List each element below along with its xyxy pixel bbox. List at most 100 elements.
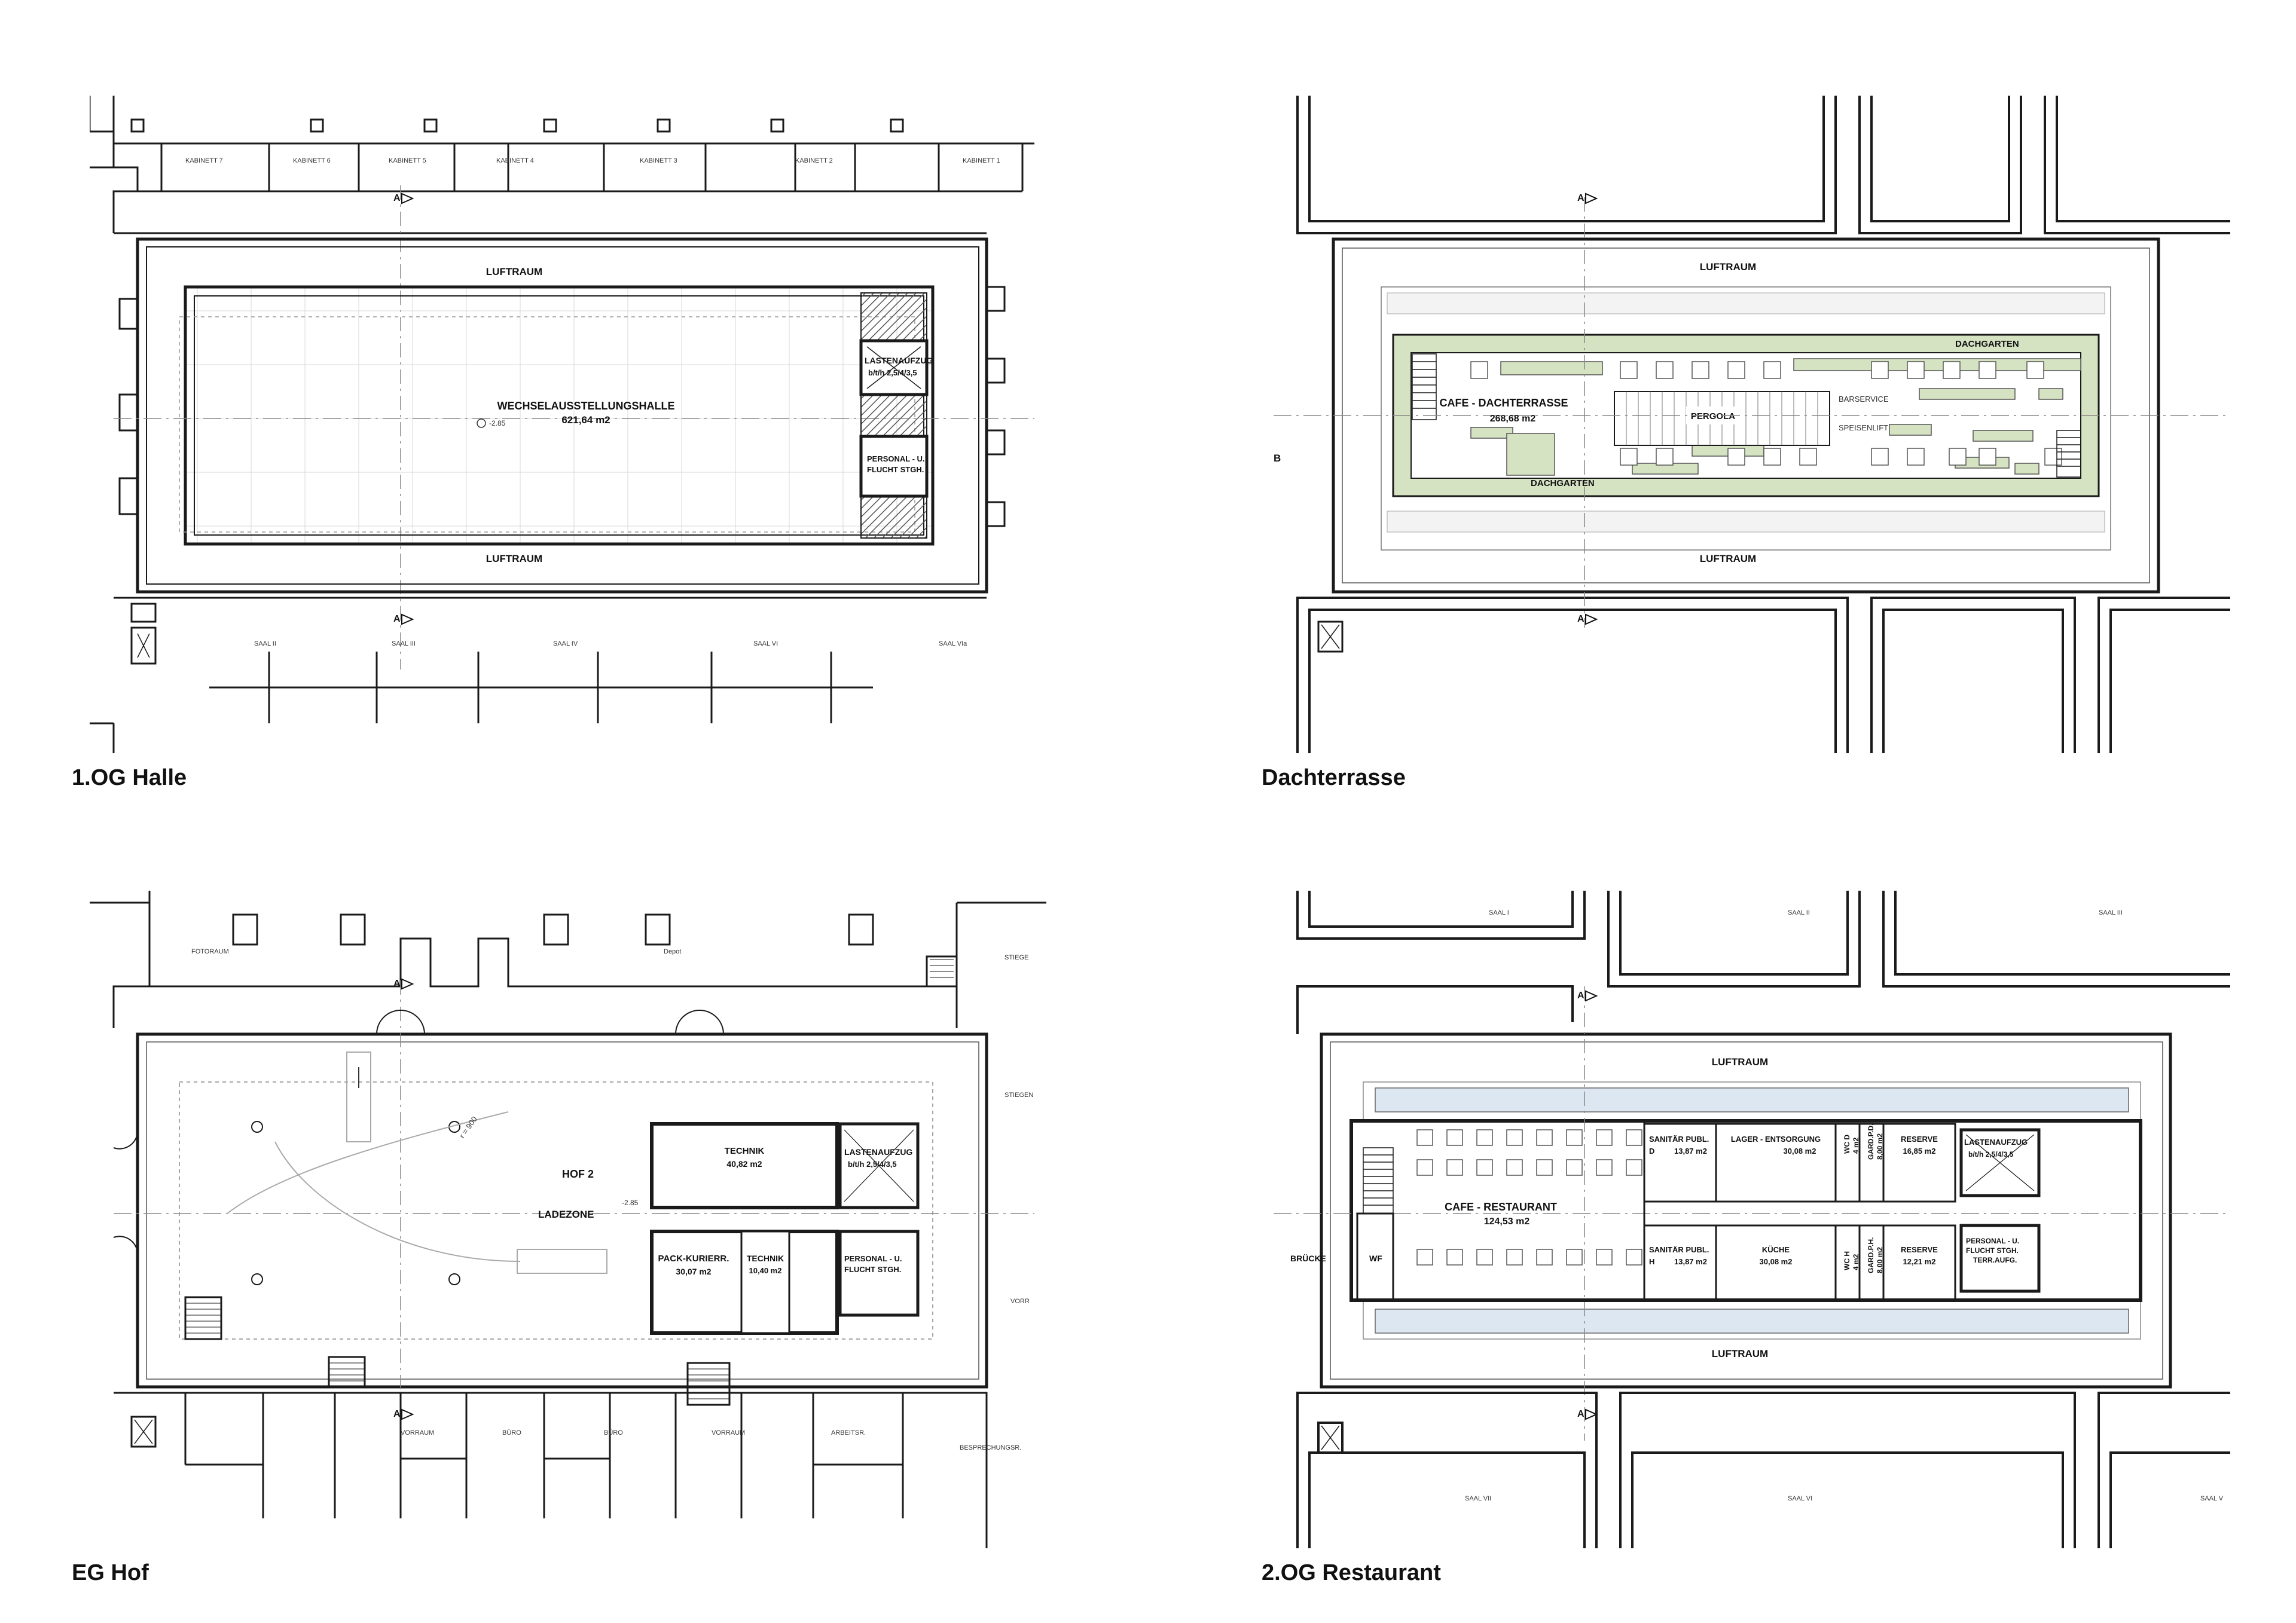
rest-lower-labels: SAAL VII SAAL VI SAAL V [1465,1495,2224,1502]
rest-stair-line2: FLUCHT STGH. [1966,1246,2019,1255]
rest-service-rooms [1643,1121,2041,1301]
hof-lift-size: b/t/h 2,5/4/3,5 [848,1160,897,1169]
dach-marker-b: B [1274,453,1281,464]
svg-text:SAAL V: SAAL V [2200,1495,2224,1502]
dach-lift-box [1317,621,1344,653]
hof-stair-line1: PERSONAL - U. [844,1254,902,1263]
svg-text:PERSONAL - U.: PERSONAL - U. [867,454,925,463]
dach-tables [1470,361,2062,466]
rest-reserve1-name: RESERVE [1901,1135,1938,1144]
rest-glazing-top [1375,1087,2129,1112]
rest-cafe-area: 124,53 m2 [1484,1217,1530,1227]
hof-lift-label: LASTENAUFZUG [844,1147,912,1157]
svg-text:A: A [1577,193,1584,203]
caption-2og-restaurant: 2.OG Restaurant [1262,1560,1441,1585]
svg-text:SAAL VI: SAAL VI [753,640,778,647]
svg-text:BÜRO: BÜRO [604,1429,623,1436]
hof-service-rooms [650,1122,920,1335]
label-kabinett-5: KABINETT 5 [389,157,426,164]
rest-wcd-area: 4 m2 [1852,1137,1860,1154]
halle-kabinett-labels: KABINETT 7 KABINETT 6 KABINETT 5 KABINET… [185,157,1000,164]
hof-pack-area: 30,07 m2 [676,1267,711,1276]
svg-text:A: A [1577,1409,1584,1419]
svg-text:A: A [1577,991,1584,1001]
halle-luftraum-bottom: LUFTRAUM [486,553,542,564]
dach-cafe-area: 268,68 m2 [1490,414,1536,424]
hof-turning-radius: r = 900 [457,1115,479,1140]
halle-hall-area: 621,64 m2 [561,414,610,426]
halle-upper-walls [90,96,1034,234]
section-marker-bottom: A [393,613,414,625]
svg-text:SAAL VI: SAAL VI [1788,1495,1812,1502]
rest-reserve1-area: 16,85 m2 [1903,1147,1936,1156]
svg-text:SAAL VII: SAAL VII [1465,1495,1491,1502]
plan-eg-hof-drawing: FOTORAUM Depot STIEGE STIEGEN [90,891,1046,1548]
dach-luftraum-bottom: LUFTRAUM [1700,553,1756,564]
dach-garden-top: DACHGARTEN [1955,339,2019,349]
plan-dachterrasse: PERGOLA B [1262,96,2230,790]
halle-exhibition-hall [184,285,935,546]
hof-lower-labels: VORRAUM BÜRO BÜRO VORRAUM ARBEITSR. BESP… [401,1298,1030,1451]
svg-text:SAAL III: SAAL III [2099,909,2123,916]
plan-2og-restaurant-drawing: SAAL I SAAL II SAAL III [1274,891,2230,1548]
hof-pack-name: PACK-KURIERR. [658,1254,729,1264]
plan-1og-halle: KABINETT 7 KABINETT 6 KABINETT 5 KABINET… [72,96,1046,790]
svg-text:SAAL II: SAAL II [1788,909,1810,916]
plan-dachterrasse-drawing: PERGOLA B [1274,96,2230,753]
svg-text:BESPRECHUNGSR.: BESPRECHUNGSR. [960,1444,1021,1451]
rest-sanitaer-d-area: 13,87 m2 [1674,1147,1707,1156]
svg-text:b/t/h 2,5/4/3,5: b/t/h 2,5/4/3,5 [868,368,917,377]
svg-text:SAAL II: SAAL II [254,640,276,647]
halle-hatched-core [860,292,927,539]
dach-section-markers: A A [1577,192,1598,625]
dach-speisenlift: SPEISENLIFT [1839,423,1888,432]
halle-level: -2.85 [489,419,506,427]
rest-sanitaer-h-letter: H [1649,1257,1654,1266]
rest-sanitaer-h-name: SANITÄR PUBL. [1649,1245,1709,1254]
rest-gard-d-name: GARD.P.D. [1867,1124,1875,1160]
halle-hall-name: WECHSELAUSSTELLUNGSHALLE [497,400,675,412]
svg-text:SAAL I: SAAL I [1489,909,1509,916]
rest-reserve2-name: RESERVE [1901,1245,1938,1254]
hof-ladezone: LADEZONE [538,1209,594,1220]
svg-text:VORR: VORR [1010,1298,1030,1305]
label-kabinett-3: KABINETT 3 [640,157,677,164]
rest-lager-name: LAGER - ENTSORGUNG [1731,1135,1821,1144]
hof-building-outline [136,1032,988,1389]
rest-sanitaer-h-area: 13,87 m2 [1674,1257,1707,1266]
dach-barservice: BARSERVICE [1839,395,1889,404]
rest-bruecke: BRÜCKE [1290,1254,1326,1263]
hof-courtyard-area [179,1081,933,1340]
halle-lower-walls [90,597,987,753]
svg-text:ARBEITSR.: ARBEITSR. [831,1429,866,1436]
plan-eg-hof: FOTORAUM Depot STIEGE STIEGEN [72,891,1046,1585]
hof-vehicle-paths [227,1052,607,1274]
svg-text:SAAL IV: SAAL IV [553,640,578,647]
rest-stair-line3: TERR.AUFG. [1973,1256,2017,1264]
rest-luftraum-bottom: LUFTRAUM [1712,1348,1768,1359]
rest-luftraum-top: LUFTRAUM [1712,1056,1768,1068]
svg-text:STIEGEN: STIEGEN [1004,1092,1033,1099]
rest-wch-area: 4 m2 [1852,1254,1860,1270]
svg-text:A: A [393,979,401,989]
label-kabinett-6: KABINETT 6 [293,157,331,164]
rest-sanitaer-d-name: SANITÄR PUBL. [1649,1135,1709,1144]
hof-lower-walls [114,1296,988,1548]
svg-text:VORRAUM: VORRAUM [712,1429,745,1436]
hof-stair-line2: FLUCHT STGH. [844,1265,901,1274]
rest-section-markers: A A [1577,990,1598,1420]
rest-stair-line1: PERSONAL - U. [1966,1237,2019,1245]
rest-upper-labels: SAAL I SAAL II SAAL III [1489,909,2123,916]
rest-gard-d-area: 8,00 m2 [1876,1133,1884,1160]
caption-dachterrasse: Dachterrasse [1262,765,1406,790]
svg-text:Depot: Depot [664,948,681,955]
plan-1og-halle-drawing: KABINETT 7 KABINETT 6 KABINETT 5 KABINET… [90,96,1034,753]
svg-text:PERGOLA: PERGOLA [1691,411,1735,421]
hof-technik2-area: 10,40 m2 [749,1266,782,1275]
halle-freight-lift: LASTENAUFZUG b/t/h 2,5/4/3,5 [859,339,933,396]
rest-kueche-name: KÜCHE [1762,1245,1790,1254]
dach-luftraum-top: LUFTRAUM [1700,261,1756,273]
rest-upper-halls [1296,891,2230,1034]
rest-gard-h-name: GARD.P.H. [1867,1237,1875,1273]
